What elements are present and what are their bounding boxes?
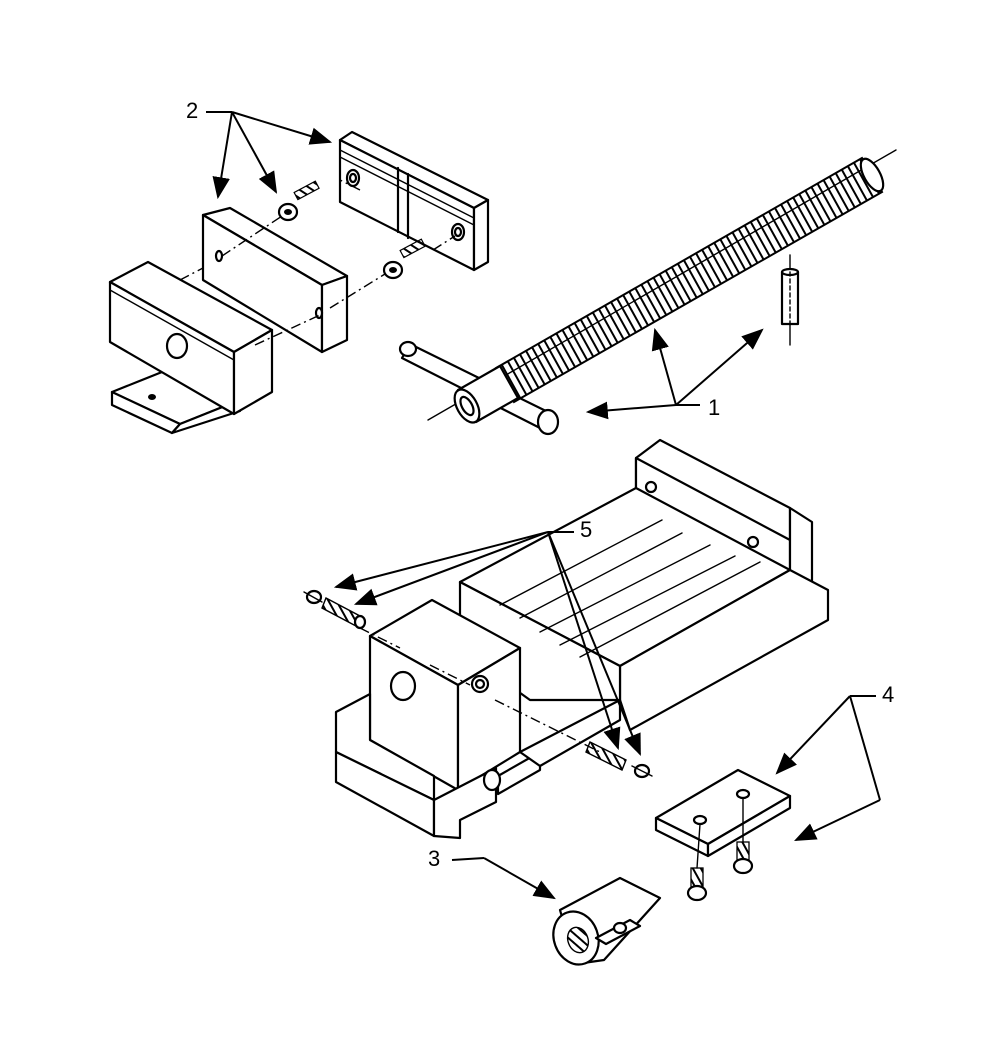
callout-4-label: 4 [882, 682, 894, 707]
plate-screw-left [686, 867, 708, 902]
screw-collar [453, 364, 520, 424]
gib-plate [654, 768, 792, 869]
plate-screw-right [732, 841, 754, 875]
jaw-plate-front [201, 206, 349, 354]
callout-4: 4 [775, 682, 894, 841]
jaw-screw-lower [382, 238, 426, 280]
callout-3: 3 [428, 846, 556, 900]
callout-5: 5 [333, 517, 641, 757]
callout-1: 1 [585, 327, 764, 420]
callout-5-label: 5 [580, 517, 592, 542]
callout-2-label: 2 [186, 98, 198, 123]
jaw-screw-upper [277, 180, 320, 222]
roll-pin [780, 254, 800, 346]
vise-body [334, 438, 830, 840]
jaw-plate-back [338, 130, 490, 272]
movable-jaw-block [108, 260, 274, 416]
callout-2: 2 [186, 98, 333, 200]
set-screw-left [303, 589, 367, 630]
set-screw-right [585, 741, 653, 779]
jaw-assembly [108, 130, 490, 435]
callout-1-label: 1 [708, 395, 720, 420]
threaded-screw [494, 156, 885, 404]
lead-screw-assembly [398, 149, 897, 436]
callout-3-label: 3 [428, 846, 440, 871]
lead-nut [552, 876, 662, 966]
